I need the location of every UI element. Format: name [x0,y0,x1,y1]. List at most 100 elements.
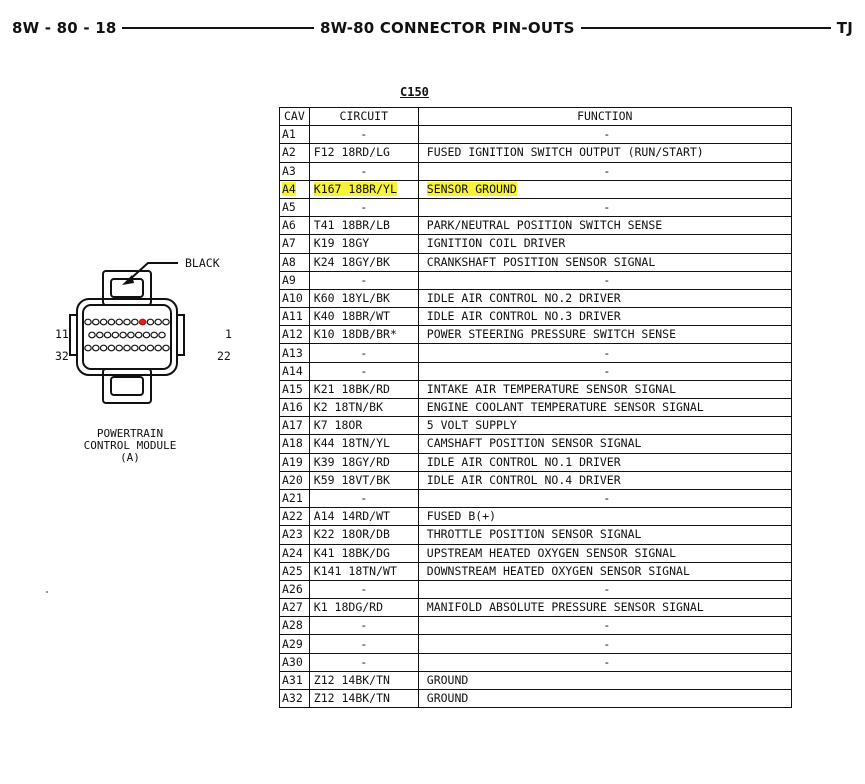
circuit-cell: K141 18TN/WT [308,561,419,581]
pin-label-11: 11 [55,327,69,341]
circuit-cell: K40 18BR/WT [308,307,419,327]
connector-pin [146,318,155,326]
table-row: A28-- [279,616,792,636]
function-cell: GROUND [417,670,792,691]
circuit-cell: K7 18OR [308,416,419,436]
circuit-cell: K10 18DB/BR* [308,325,419,345]
connector-pin [138,318,147,326]
function-cell: FUSED IGNITION SWITCH OUTPUT (RUN/START) [417,143,792,163]
cav-cell: A25 [279,561,310,581]
connector-pin [115,318,124,326]
circuit-cell: - [308,161,419,181]
circuit-cell: K41 18BK/DG [308,543,419,563]
cav-cell: A10 [279,288,310,309]
table-row: A14-- [279,361,792,381]
cav-cell: A24 [279,543,310,563]
connector-pin [123,318,131,326]
function-cell: - [417,616,792,636]
connector-pin [150,331,159,339]
connector-pin [162,344,170,352]
cav-cell: A16 [279,397,310,418]
connector-pin [162,318,170,326]
cav-cell: A15 [279,379,310,400]
caption-line: CONTROL MODULE [83,439,177,452]
caption-line: (A) [120,451,140,464]
function-cell: IDLE AIR CONTROL NO.3 DRIVER [417,307,792,327]
circuit-cell: - [308,579,419,600]
circuit-cell: - [308,616,419,636]
header-cav: CAV [279,106,310,127]
cav-cell: A32 [279,688,310,709]
table-row: A30-- [279,652,792,672]
cav-cell: A9 [279,270,310,290]
circuit-cell: K60 18YL/BK [308,288,419,309]
circuit-cell: - [308,488,419,509]
connector-pin [119,331,127,339]
circuit-cell: K24 18GY/BK [308,252,419,272]
circuit-cell: A14 14RD/WT [308,507,419,527]
function-cell: - [417,579,792,600]
header-function: FUNCTION [417,106,792,127]
connector-pin [99,344,108,352]
connector-pin [91,318,100,326]
function-cell: - [417,270,792,290]
function-cell: CRANKSHAFT POSITION SENSOR SIGNAL [417,252,792,272]
circuit-cell: K39 18GY/RD [308,452,419,472]
connector-pin [95,331,104,339]
function-cell: FUSED B(+) [417,507,792,527]
connector-caption: POWERTRAIN CONTROL MODULE (A) [55,428,205,464]
function-cell: POWER STEERING PRESSURE SWITCH SENSE [417,325,792,345]
function-cell: IDLE AIR CONTROL NO.1 DRIVER [417,452,792,472]
circuit-cell: K44 18TN/YL [308,434,419,454]
circuit-cell: K167 18BR/YL [308,179,419,199]
table-row: A29-- [279,634,792,654]
function-cell: PARK/NEUTRAL POSITION SWITCH SENSE [417,216,792,236]
cav-cell: A29 [279,634,310,654]
circuit-cell: K22 18OR/DB [308,525,419,545]
circuit-cell: K2 18TN/BK [308,397,419,418]
cav-cell: A12 [279,325,310,345]
stray-mark [46,591,48,593]
cav-cell: A7 [279,234,310,254]
table-row: A13-- [279,343,792,363]
connector-pin [131,344,139,352]
connector-pin [138,344,147,352]
function-cell: GROUND [417,688,792,709]
connector-pin [107,344,116,352]
cav-cell: A21 [279,488,310,509]
cav-cell: A14 [279,361,310,381]
connector-pin [127,331,135,339]
function-cell: - [417,634,792,654]
cav-cell: A6 [279,216,310,236]
connector-pin [88,331,96,339]
highlighted-text: SENSOR GROUND [426,181,517,196]
circuit-cell: - [308,197,419,218]
function-cell: - [417,488,792,509]
cav-cell: A28 [279,616,310,636]
circuit-cell: Z12 14BK/TN [308,688,419,709]
table-row: A3-- [279,161,792,181]
connector-pin [111,331,120,339]
circuit-cell: K19 18GY [308,234,419,254]
circuit-cell: F12 18RD/LG [308,143,419,163]
table-row: A21-- [279,488,792,509]
circuit-cell: T41 18BR/LB [308,216,419,236]
function-cell: - [417,361,792,381]
cav-cell: A22 [279,507,310,527]
function-cell: SENSOR GROUND [417,179,792,199]
connector-pin [84,318,92,326]
